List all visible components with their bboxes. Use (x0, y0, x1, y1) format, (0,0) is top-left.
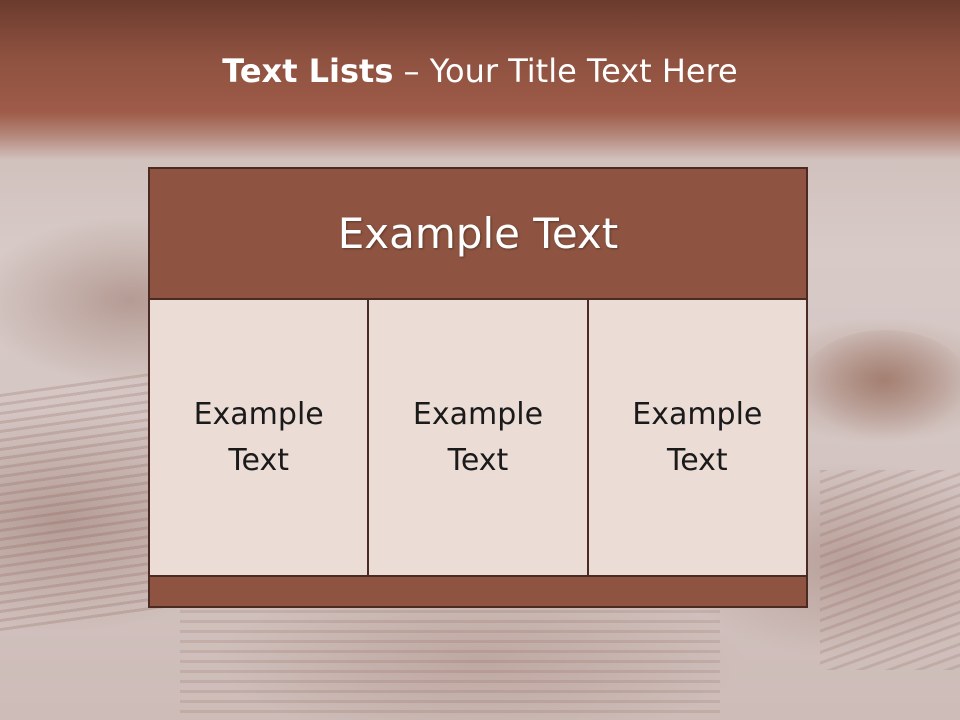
title-separator: – (393, 52, 430, 90)
background-shape-right (800, 330, 960, 440)
panel-header-text: Example Text (337, 209, 619, 258)
title-rest: Your Title Text Here (429, 52, 738, 90)
title-band (0, 0, 960, 160)
panel-cell-text: Example Text (632, 396, 763, 478)
panel-cell-text: Example Text (412, 396, 544, 478)
panel-footer (148, 575, 808, 608)
slide-title: Text Lists – Your Title Text Here (0, 52, 960, 90)
text-list-panel: Example Text Example Text Example Text E… (148, 167, 808, 608)
panel-header: Example Text (148, 167, 808, 300)
panel-cell-text: Example Text (193, 396, 324, 478)
panel-cells: Example Text Example Text Example Text (148, 298, 808, 577)
background-texture-bottom (180, 610, 720, 720)
background-texture-right (820, 470, 960, 670)
panel-cell-1: Example Text (148, 298, 370, 577)
panel-cell-2: Example Text (367, 298, 589, 577)
panel-cell-3: Example Text (586, 298, 808, 577)
title-bold-part: Text Lists (222, 52, 394, 90)
